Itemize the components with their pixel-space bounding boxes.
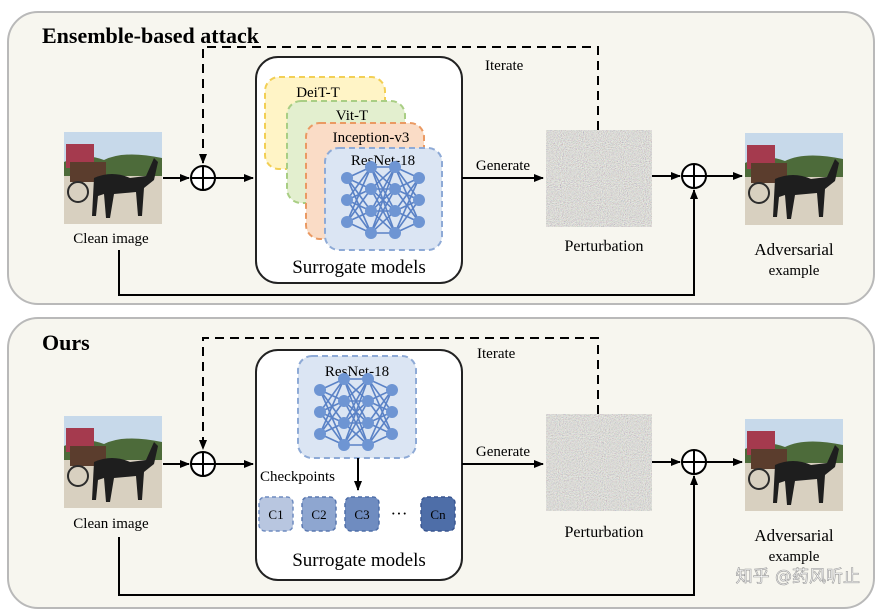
nn-edge	[394, 199, 420, 234]
oplus-icon	[190, 451, 216, 477]
clean-image-thumbnail	[63, 415, 163, 509]
checkpoints-label: Checkpoints	[260, 469, 335, 485]
checkpoint-cn	[420, 496, 456, 532]
nn-node	[386, 428, 398, 440]
nn-node	[314, 384, 326, 396]
noise-perturbation-image	[546, 130, 652, 227]
clean-image-thumbnail	[63, 131, 163, 225]
checkpoint-cn-label: Cn	[430, 507, 446, 522]
nn-node	[338, 439, 350, 451]
nn-node	[362, 373, 374, 385]
oplus-icon	[681, 449, 707, 475]
nn-node	[338, 395, 350, 407]
nn-edge	[319, 400, 345, 435]
nn-node	[365, 183, 377, 195]
nn-edge	[370, 188, 396, 234]
example-label: example	[769, 549, 820, 565]
inception-v3-label: Inception-v3	[333, 130, 410, 146]
iterate-label: Iterate	[477, 346, 516, 362]
top-panel: Ensemble-based attack Clean image Iterat…	[7, 11, 875, 305]
nn-edge	[319, 378, 345, 435]
resnet-18-label: ResNet-18	[325, 364, 389, 380]
nn-node	[365, 205, 377, 217]
nn-node	[413, 194, 425, 206]
clean-image-label: Clean image	[73, 516, 149, 532]
clean-image-label: Clean image	[73, 231, 149, 247]
surrogate-models-label: Surrogate models	[292, 257, 426, 278]
perturbation-label: Perturbation	[564, 238, 643, 255]
nn-edge	[346, 166, 372, 223]
nn-edge	[346, 166, 372, 201]
adversarial-image-thumbnail	[744, 132, 844, 226]
generate-label: Generate	[476, 158, 530, 174]
nn-node	[341, 172, 353, 184]
nn-edge	[343, 400, 369, 446]
checkpoint-c3-label: C3	[354, 507, 369, 522]
nn-node	[314, 406, 326, 418]
nn-node	[413, 216, 425, 228]
nn-node	[338, 417, 350, 429]
nn-node	[413, 172, 425, 184]
nn-node	[386, 406, 398, 418]
nn-node	[338, 373, 350, 385]
skip-connection-arrow	[118, 189, 698, 296]
checkpoint-c3	[344, 496, 380, 532]
oplus-icon	[190, 165, 216, 191]
nn-edge	[343, 378, 369, 446]
iterate-label: Iterate	[485, 58, 524, 74]
top-panel-title: Ensemble-based attack	[42, 23, 260, 48]
nn-edge	[394, 177, 420, 212]
nn-edge	[343, 378, 369, 424]
nn-edge	[370, 166, 396, 212]
nn-node	[341, 216, 353, 228]
adversarial-image-thumbnail	[744, 418, 844, 512]
nn-edge	[319, 378, 345, 413]
checkpoint-c1	[258, 496, 294, 532]
deit-t-label: DeiT-T	[296, 85, 340, 101]
nn-node	[389, 183, 401, 195]
nn-node	[362, 439, 374, 451]
nn-node	[389, 227, 401, 239]
nn-node	[386, 384, 398, 396]
checkpoint-ellipsis: ···	[391, 504, 408, 523]
checkpoint-c1-label: C1	[268, 507, 283, 522]
nn-edge	[367, 389, 393, 424]
nn-node	[314, 428, 326, 440]
watermark-text: 知乎 @药风听止	[736, 567, 860, 587]
skip-connection-arrow	[118, 475, 698, 596]
nn-node	[362, 395, 374, 407]
neural-network-icon	[314, 373, 398, 451]
nn-node	[365, 227, 377, 239]
vit-t-label: Vit-T	[336, 108, 368, 124]
nn-edge	[394, 177, 420, 234]
nn-edge	[346, 188, 372, 223]
checkpoint-c2-label: C2	[311, 507, 326, 522]
example-label: example	[769, 263, 820, 279]
bottom-panel-title: Ours	[42, 330, 90, 355]
surrogate-models-label: Surrogate models	[292, 550, 426, 571]
neural-network-icon	[341, 161, 425, 239]
nn-node	[362, 417, 374, 429]
nn-node	[389, 205, 401, 217]
nn-node	[365, 161, 377, 173]
nn-edge	[367, 411, 393, 446]
perturbation-label: Perturbation	[564, 524, 643, 541]
oplus-icon	[681, 163, 707, 189]
checkpoint-c2	[301, 496, 337, 532]
adversarial-label: Adversarial	[754, 526, 834, 545]
iterate-loop-arrow	[199, 337, 599, 450]
noise-perturbation-image	[546, 414, 652, 511]
nn-node	[389, 161, 401, 173]
bottom-panel: Ours Clean image Iterate ResNet-18 Check…	[7, 317, 875, 609]
nn-edge	[370, 166, 396, 234]
generate-label: Generate	[476, 444, 530, 460]
nn-node	[341, 194, 353, 206]
nn-edge	[367, 389, 393, 446]
adversarial-label: Adversarial	[754, 240, 834, 259]
